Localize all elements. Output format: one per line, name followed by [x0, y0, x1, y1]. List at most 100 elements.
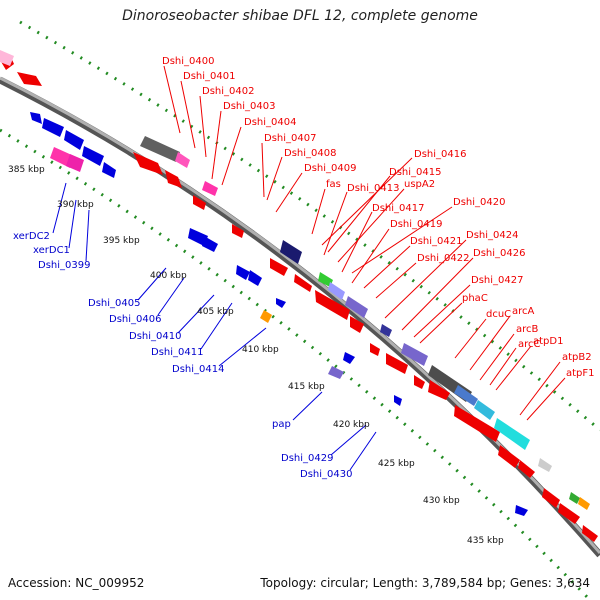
gene-label: Dshi_0416	[414, 149, 466, 160]
forward-labels: Dshi_0400 Dshi_0401 Dshi_0402 Dshi_0403 …	[162, 56, 595, 379]
gene-label: Dshi_0421	[410, 236, 462, 247]
gene-label: arcA	[512, 306, 535, 317]
feature-forward	[542, 488, 560, 508]
reverse-blocks	[50, 147, 344, 379]
gene-label: pap	[272, 419, 291, 430]
gene-label: Dshi_0427	[471, 275, 523, 286]
feature-reverse	[276, 298, 286, 308]
feature-reverse	[64, 130, 84, 150]
feature-forward	[133, 152, 163, 175]
kbp-tick: 395 kbp	[103, 236, 140, 246]
gene-label: Dshi_0415	[389, 167, 441, 178]
kbp-tick: 430 kbp	[423, 496, 460, 506]
feature-forward	[350, 316, 364, 333]
genome-summary: Topology: circular; Length: 3,789,584 bp…	[260, 576, 590, 590]
feature-block	[494, 418, 530, 450]
feature-forward	[370, 343, 380, 356]
gene-label: dcuC	[486, 309, 511, 320]
feature-reverse	[248, 270, 262, 286]
gene-label: atpF1	[566, 368, 595, 379]
kbp-tick-labels: 385 kbp 390 kbp 395 kbp 400 kbp 405 kbp …	[8, 165, 504, 546]
feature-reverse	[82, 146, 104, 166]
feature-block	[380, 324, 392, 337]
feature-forward	[294, 274, 312, 292]
feature-block	[140, 136, 180, 162]
gene-label: Dshi_0404	[244, 117, 296, 128]
gene-label: Dshi_0419	[390, 219, 442, 230]
feature-forward	[165, 170, 182, 188]
feature-block	[474, 400, 495, 420]
kbp-tick: 400 kbp	[150, 271, 187, 281]
gene-label: Dshi_0422	[417, 253, 469, 264]
feature-forward	[582, 525, 598, 542]
gene-label: Dshi_0430	[300, 469, 352, 480]
gene-label: uspA2	[404, 179, 435, 190]
gene-label: Dshi_0403	[223, 101, 275, 112]
gene-label: Dshi_0400	[162, 56, 214, 67]
feature-forward	[315, 290, 350, 320]
reverse-features	[30, 112, 528, 516]
feature-block	[538, 458, 552, 472]
feature-forward	[386, 353, 408, 374]
kbp-tick: 405 kbp	[197, 307, 234, 317]
gene-label: atpD1	[533, 336, 563, 347]
feature-block	[401, 343, 428, 366]
feature-block	[328, 282, 345, 300]
kbp-tick: 420 kbp	[333, 420, 370, 430]
gene-label: Dshi_0420	[453, 197, 505, 208]
feature-block	[202, 181, 218, 196]
feature-forward	[232, 224, 244, 238]
gene-label: arcC	[518, 339, 541, 350]
feature-block	[66, 154, 84, 172]
gene-label: Dshi_0408	[284, 148, 336, 159]
kbp-tick: 425 kbp	[378, 459, 415, 469]
kbp-tick: 435 kbp	[467, 536, 504, 546]
feature-forward	[558, 503, 580, 524]
feature-block	[260, 310, 272, 323]
accession-label: Accession: NC_009952	[8, 576, 145, 590]
gene-label: xerDC2	[13, 231, 50, 242]
gene-label: Dshi_0414	[172, 364, 224, 375]
feature-block	[175, 152, 190, 168]
gene-label: Dshi_0426	[473, 248, 525, 259]
outer-dotted-guide	[19, 20, 600, 432]
feature-reverse	[202, 236, 218, 252]
feature-reverse	[343, 352, 355, 364]
inner-dotted-guide	[0, 128, 592, 600]
gene-label: fas	[326, 179, 341, 190]
gene-label: Dshi_0406	[109, 314, 161, 325]
feature-block	[454, 385, 478, 406]
gene-label: Dshi_0407	[264, 133, 316, 144]
feature-forward	[518, 460, 535, 478]
feature-block	[569, 492, 580, 504]
feature-forward	[17, 72, 42, 86]
gene-label: Dshi_0401	[183, 71, 235, 82]
gene-label: Dshi_0413	[347, 183, 399, 194]
feature-forward	[428, 380, 450, 400]
feature-forward	[454, 405, 500, 442]
gene-label: arcB	[516, 324, 539, 335]
feature-block	[318, 272, 333, 287]
feature-block	[280, 240, 302, 264]
feature-reverse	[515, 505, 528, 516]
gene-label: Dshi_0429	[281, 453, 333, 464]
feature-block	[0, 50, 14, 66]
feature-reverse	[42, 118, 64, 137]
feature-block	[345, 296, 368, 318]
kbp-tick: 415 kbp	[288, 382, 325, 392]
feature-forward	[270, 258, 288, 276]
gene-label: Dshi_0399	[38, 260, 90, 271]
gene-label: phaC	[462, 293, 488, 304]
feature-forward	[498, 445, 520, 468]
feature-reverse	[394, 395, 402, 406]
feature-reverse	[102, 162, 116, 178]
feature-forward	[414, 375, 425, 389]
feature-forward	[193, 195, 206, 210]
gene-label: Dshi_0417	[372, 203, 424, 214]
gene-label: Dshi_0405	[88, 298, 140, 309]
kbp-tick: 410 kbp	[242, 345, 279, 355]
gene-label: Dshi_0410	[129, 331, 181, 342]
feature-block	[578, 497, 590, 510]
gene-label: xerDC1	[33, 245, 70, 256]
